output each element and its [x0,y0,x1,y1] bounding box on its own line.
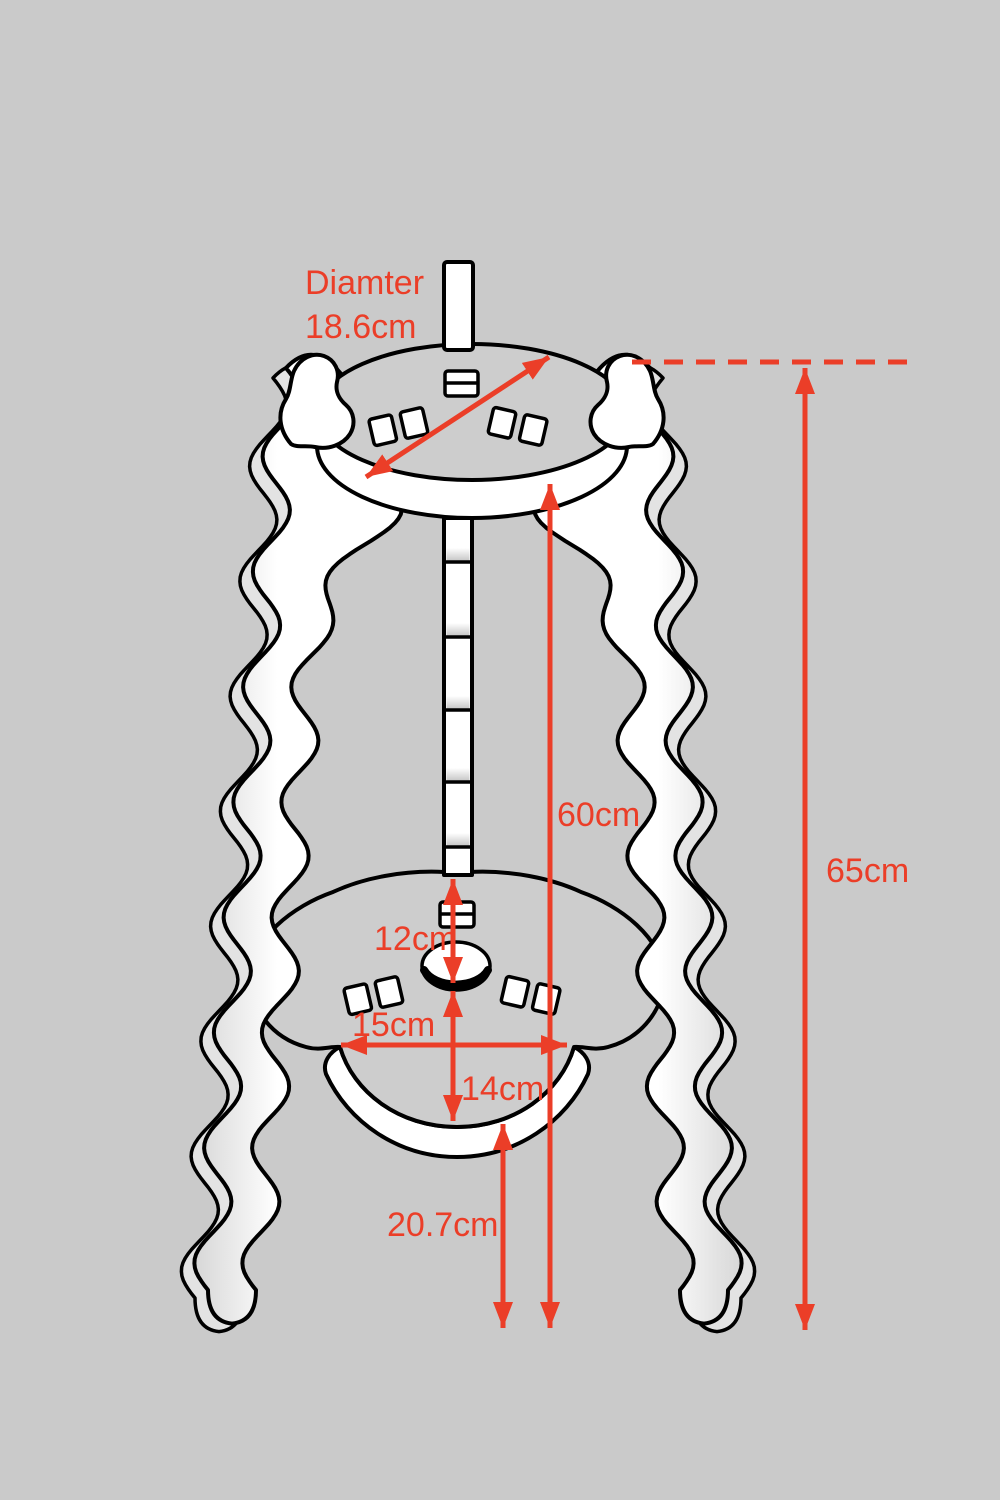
center-column [442,260,475,877]
label-12cm: 12cm [374,920,457,958]
dimension-annotations: Diamter 18.6cm 65cm 60cm 12cm 15cm 14cm … [305,264,920,1330]
left-leg-top-tab [278,352,356,450]
label-15cm: 15cm [352,1006,435,1044]
left-leg [192,352,404,1326]
label-20-7cm: 20.7cm [387,1206,499,1244]
top-shelf-height-label: 60cm [557,796,640,834]
dimension-line-diameter [364,354,551,480]
center-post-top [442,260,475,352]
top-shelf-center-slot [443,369,480,398]
top-shelf-surface [315,342,629,482]
right-leg [532,352,744,1326]
label-14cm: 14cm [461,1070,544,1108]
diameter-label: Diamter [305,264,424,302]
top-shelf [315,342,629,520]
diameter-value: 18.6cm [305,308,417,346]
right-leg-top-tab [588,352,666,450]
middle-shelf-slot-left [342,975,405,1017]
center-column-joints [444,548,472,849]
legs [179,352,757,1334]
overall-height-label: 65cm [826,852,909,890]
